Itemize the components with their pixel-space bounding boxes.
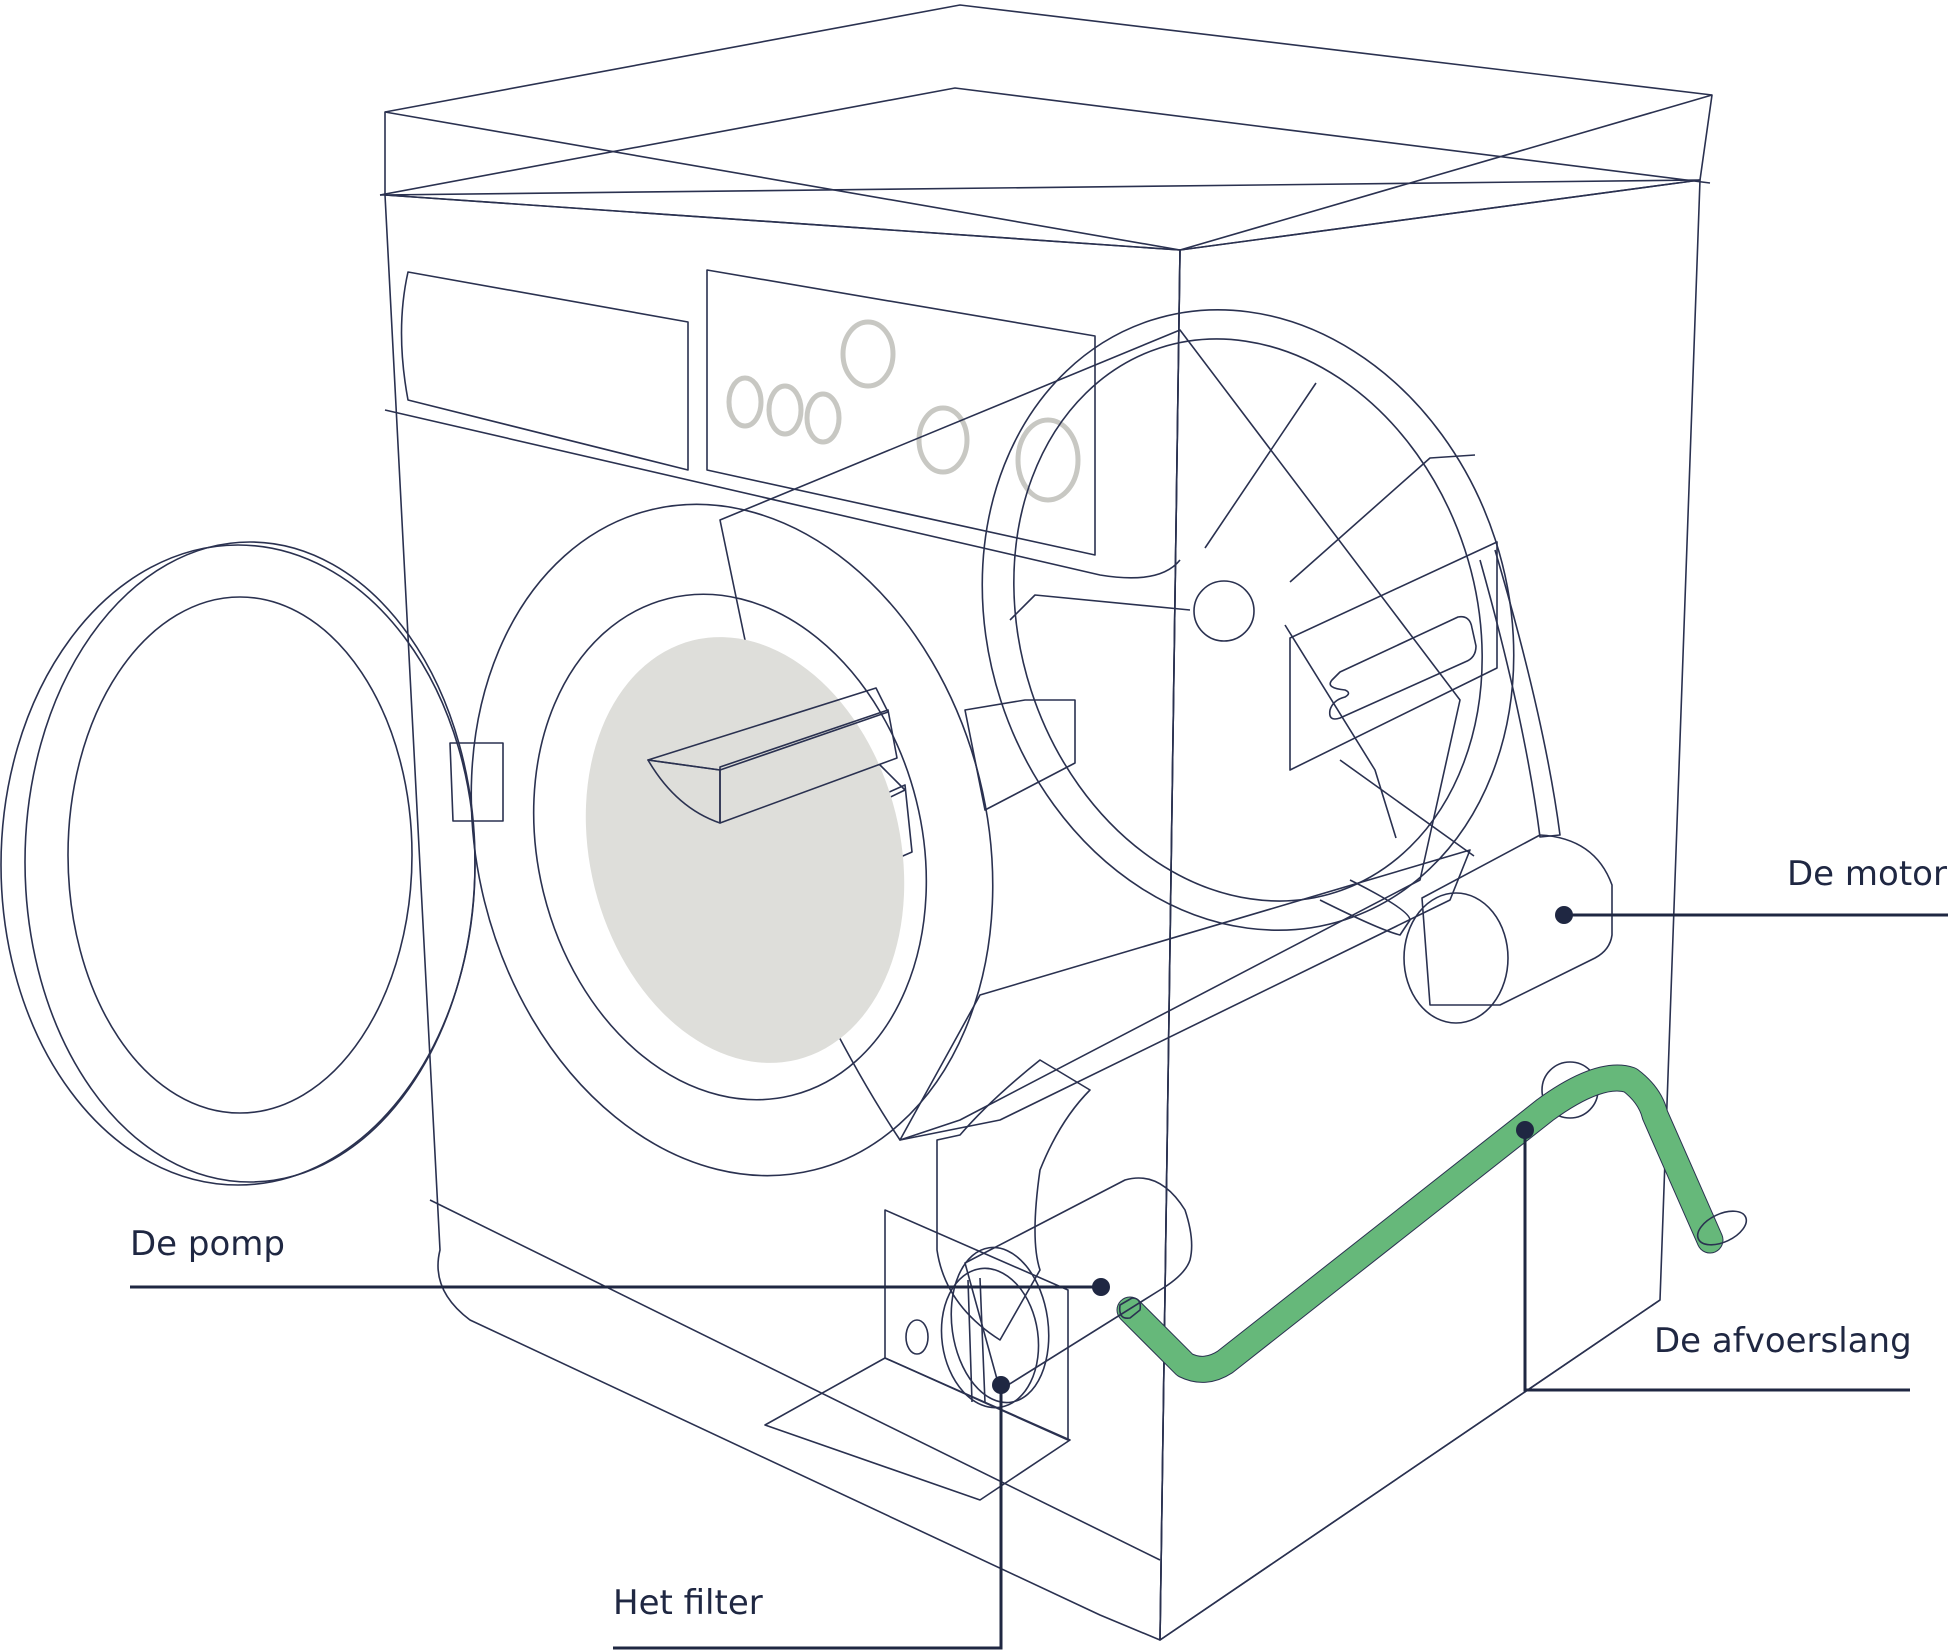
right-face-bottom [1159,1299,1661,1641]
pump-label: De pomp [130,1224,285,1264]
lid-line-a [384,111,1181,251]
lid-line-c [1179,94,1713,251]
drain-hose-end-cap [1696,1210,1748,1246]
drain-hose-label: De afvoerslang [1654,1321,1912,1361]
door-hinge [449,742,504,822]
drum-hub [1193,580,1255,642]
rear-plate [1289,541,1498,771]
drain-hose-leader-line [1523,1130,1910,1392]
tub-lower-band [899,849,1471,1141]
door-frame [24,541,476,1183]
filter-housing-plate [884,1209,1069,1441]
control-panel [384,269,1181,579]
drain-hose-fill [1117,1065,1723,1382]
cabinet-corner-edge [1159,249,1181,1641]
door-back-edge [0,544,476,1186]
control-knobs [726,319,1081,503]
detergent-drawer [400,271,689,471]
lid-line-front [379,179,1701,196]
pump-body [964,1177,1193,1391]
drum-spider [1009,382,1476,857]
front-lower-line [429,1199,1161,1561]
belt-lower [1319,879,1411,936]
tub-rear-inner [1013,338,1483,902]
sump [764,1059,1599,1501]
drum-lifter-rear [964,699,1076,811]
drum-assembly [649,309,1515,1141]
tub-rear-rim [981,309,1515,931]
lid-line-b [379,87,1711,196]
pump-outlet-nub [1118,1297,1142,1320]
drum-back-wall [585,637,905,1063]
door-ring [470,503,994,1177]
door [0,541,504,1186]
control-display [706,269,1096,556]
motor-body [1421,834,1613,1006]
filter-label: Het filter [613,1583,763,1623]
plate-slot [1328,615,1477,720]
drum-lifter-front-end [647,759,721,824]
filter-handle [967,1277,986,1404]
motor-label: De motor [1787,854,1947,894]
cabinet [379,4,1713,1641]
panel-lower-line [384,409,1181,579]
highlighted-components [940,1064,1748,1409]
cabinet-top-face [384,4,1713,251]
drive-belt [1479,549,1561,838]
filter-access-flap [764,1357,1071,1501]
motor [1319,549,1613,1024]
filter-leader-line [613,1385,1003,1650]
filter-housing-hole [905,1319,929,1355]
motor-end-cap [1403,892,1509,1024]
drum-opening [532,593,928,1101]
callouts: De motor De pomp Het filter De afvoersla… [130,854,1948,1650]
cabinet-front-face [384,194,1181,1641]
filter-cap-ring [950,1246,1050,1404]
door-opening [470,503,994,1177]
sump-pipe [936,1059,1091,1341]
door-glass [67,596,413,1114]
